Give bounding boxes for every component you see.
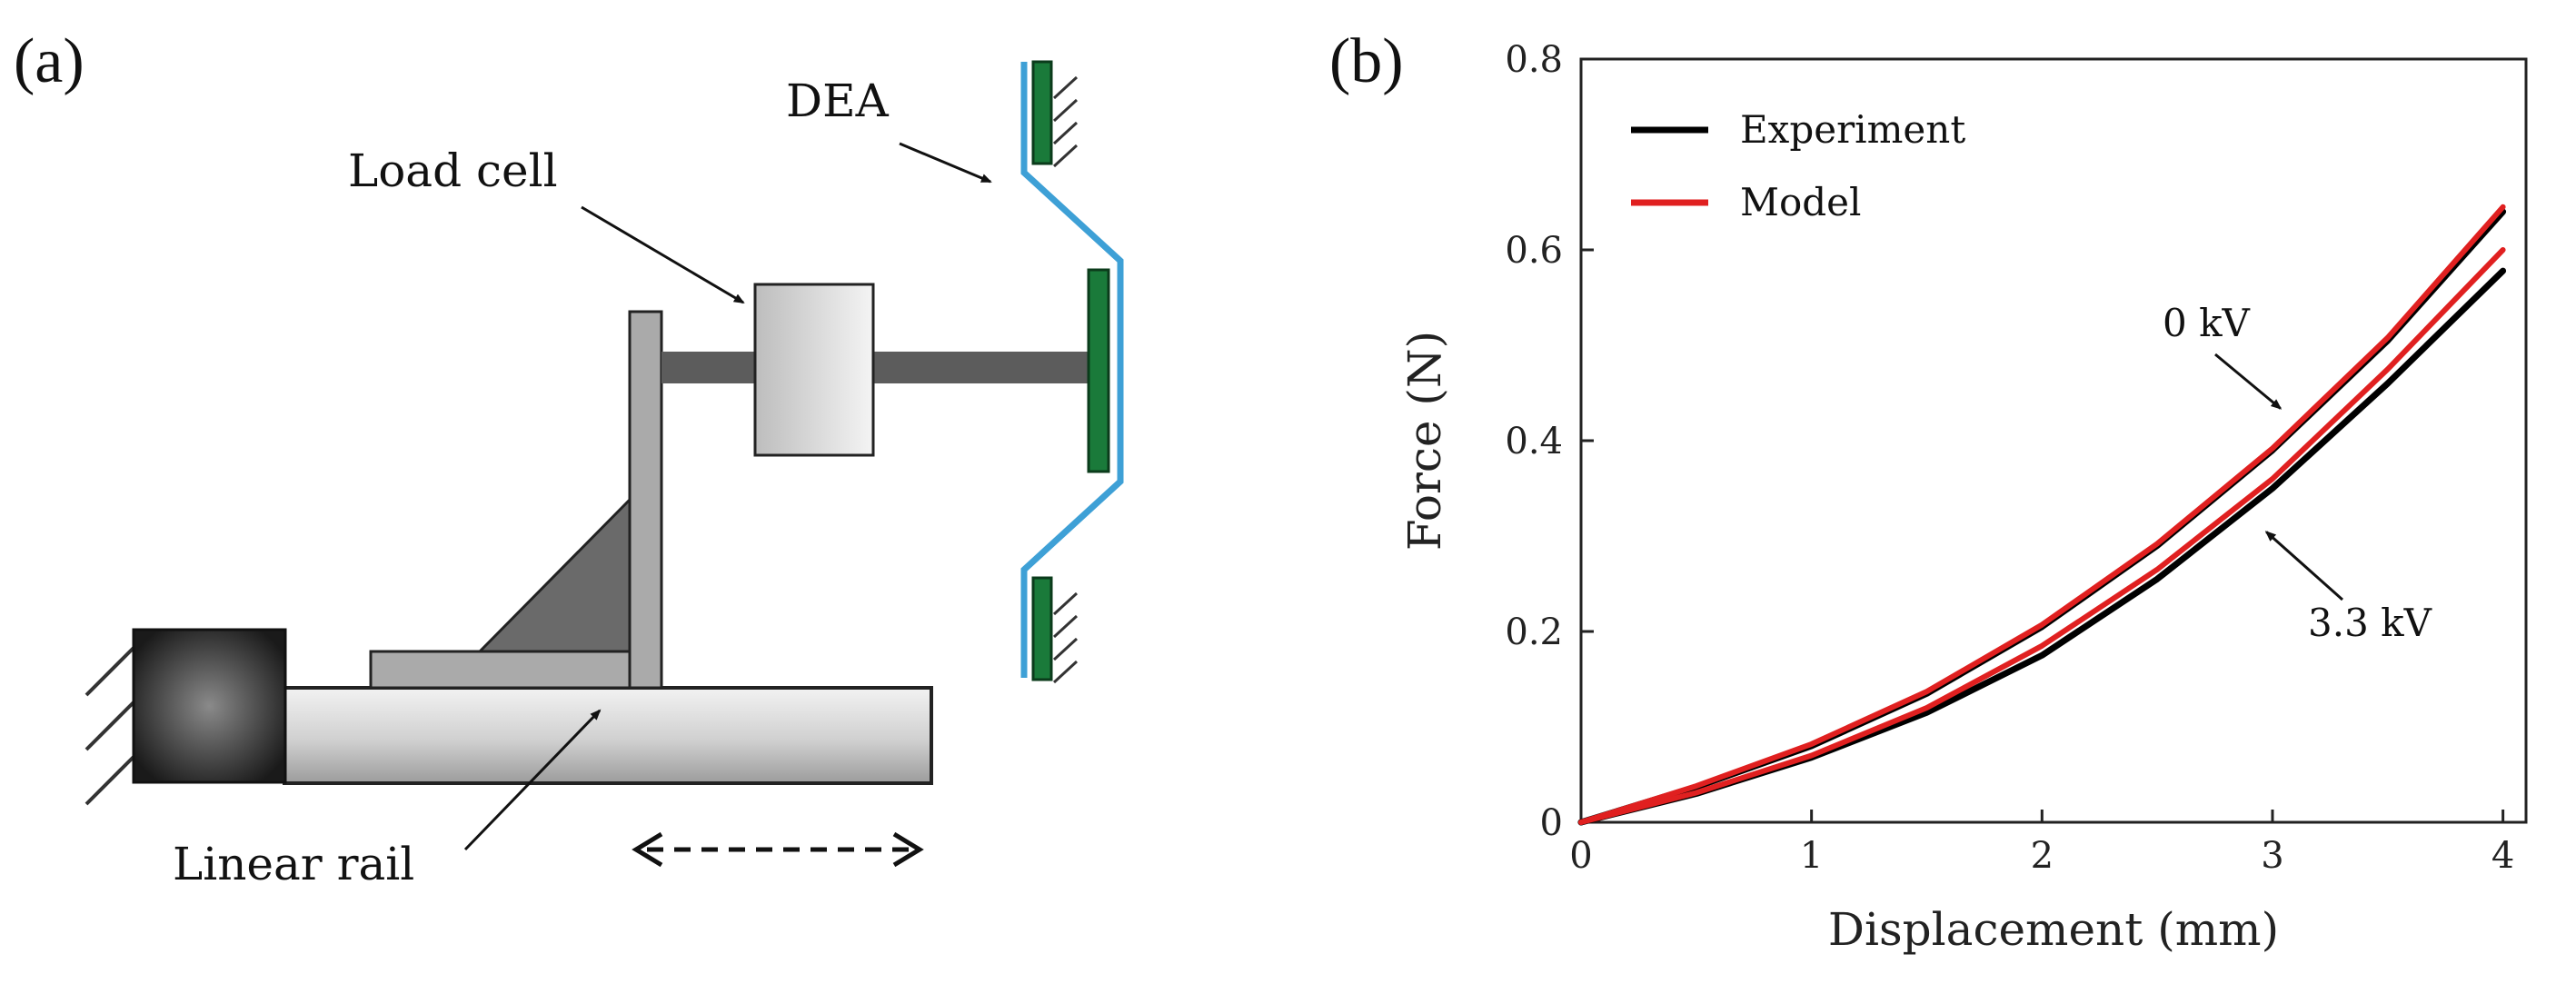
series-line-model-0kv [1578,204,2506,825]
annotation-3_3kv: 3.3 kV [2308,601,2432,645]
x-tick-label: 1 [1800,835,1823,877]
dea-bottom-electrode [1031,576,1053,681]
linear-rail-label: Linear rail [173,838,414,890]
carriage-gusset [476,496,632,653]
force-displacement-chart: 0 1 2 3 4 0 0.2 0.4 0.6 0.8 Displacement (mm) Fo… [1398,39,2528,956]
x-tick-label: 2 [2031,835,2054,877]
annotation-3_3kv-arrow [2264,531,2343,601]
series-line-experiment-0kv [1577,208,2507,826]
load-cell [753,283,875,457]
y-tick-label: 0.6 [1505,230,1563,272]
panel-a-label: (a) [14,26,85,96]
panel-a: (a) [14,26,1124,890]
x-ticks: 0 1 2 3 4 [1569,810,2514,877]
x-tick-label: 3 [2261,835,2283,877]
y-tick-label: 0.2 [1505,611,1563,653]
series-lines [1577,204,2507,826]
load-cell-label: Load cell [348,144,558,197]
connecting-rod [661,352,1089,383]
plot-frame [1579,57,2528,824]
legend-label-experiment: Experiment [1740,107,1965,152]
annotation-0kv-arrow [2214,353,2283,410]
motor-block [132,628,287,784]
vertical-post [628,310,663,690]
x-axis-label: Displacement (mm) [1828,903,2279,956]
panel-b-label: (b) [1329,26,1404,96]
dea-callout-arrow [899,142,992,184]
legend-label-model: Model [1740,180,1861,224]
frame-top-hatch [1052,75,1079,168]
y-axis-label: Force (N) [1398,331,1451,551]
motor-wall-hatch [85,643,138,806]
dea-membrane [1020,62,1124,678]
series-line-model-3_3kv [1578,247,2506,825]
annotation-0kv: 0 kV [2163,301,2251,345]
dea-top-electrode [1031,60,1053,165]
x-tick-label: 0 [1569,835,1592,877]
load-cell-callout-arrow [581,205,745,304]
y-tick-label: 0 [1540,802,1563,844]
motion-direction-arrow [632,831,924,868]
dea-label: DEA [786,75,890,127]
carriage-plate [369,650,632,690]
x-tick-label: 4 [2491,835,2514,877]
chart-annotations: 0 kV 3.3 kV [2163,301,2432,645]
y-ticks: 0 0.2 0.4 0.6 0.8 [1505,39,1594,844]
frame-bottom-hatch [1052,591,1079,684]
dea-center-electrode [1087,268,1110,473]
y-tick-label: 0.8 [1505,39,1563,81]
panel-b: (b) 0 1 2 3 4 0 0.2 0.4 0.6 0.8 Displacement (mm… [1329,26,2528,956]
series-line-experiment-3_3kv [1577,267,2507,826]
linear-rail [283,686,933,785]
y-tick-label: 0.4 [1505,421,1563,462]
linear-rail-callout-arrow [463,709,602,851]
